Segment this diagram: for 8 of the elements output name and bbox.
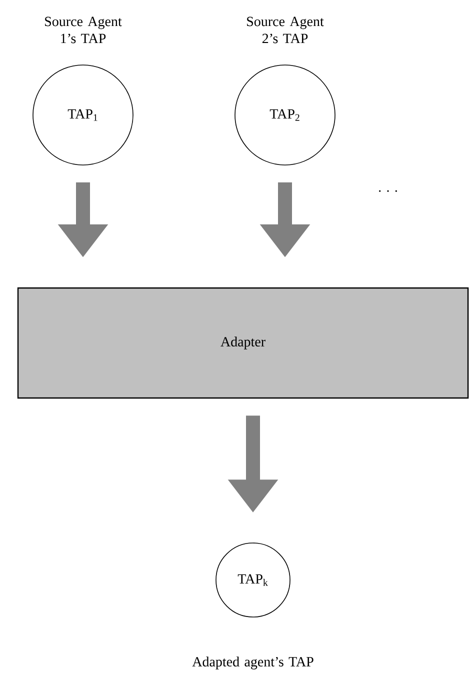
caption-text: Adapted agent’s TAP <box>192 656 314 670</box>
ellipsis-text: · · · <box>379 190 397 192</box>
caption-text: Source Agent 1’s TAP <box>45 16 122 44</box>
adapter-box: Adapter <box>17 287 469 399</box>
circle-node: TAP$_{k}$ <box>216 542 290 618</box>
caption-text: Source Agent 2’s TAP <box>247 16 324 44</box>
circle-node: TAP$_{2}$ <box>234 64 336 166</box>
circle-node: TAP$_{1}$ <box>32 64 134 166</box>
